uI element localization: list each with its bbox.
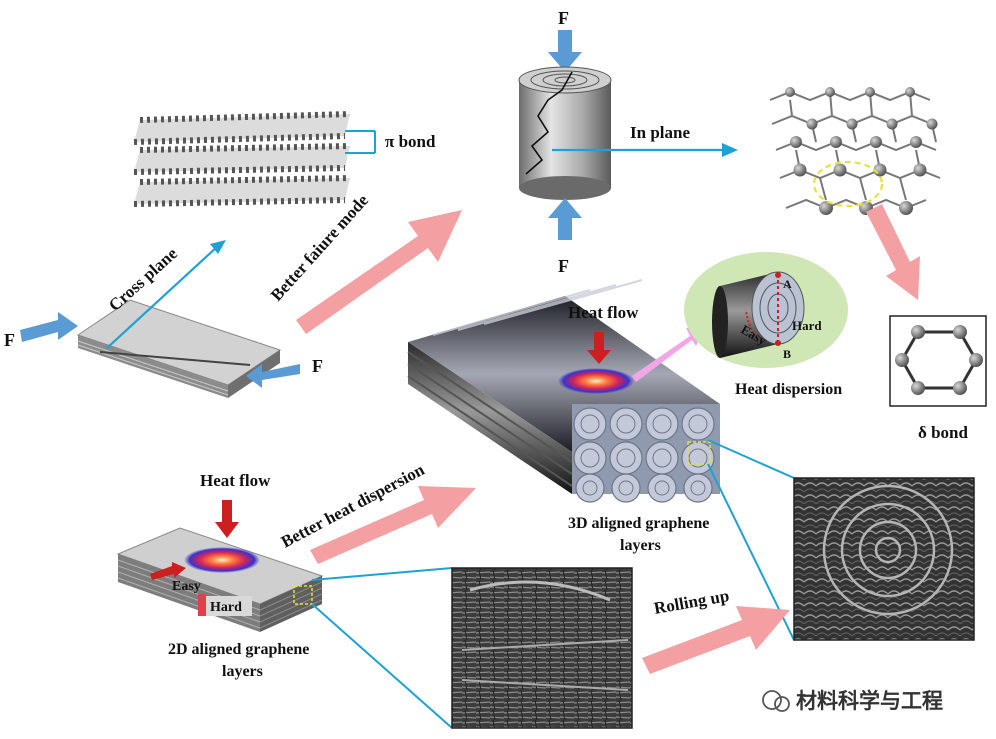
easy-arrow-2d (150, 562, 186, 580)
heat-flow-label-3d: Heat flow (568, 303, 639, 322)
aligned-2d-plate: Heat flow Easy Hard 2D aligned graphene … (116, 471, 324, 680)
heat-flow-label-2d: Heat flow (200, 471, 271, 490)
aligned-3d-label-1: 3D aligned graphene (568, 515, 709, 532)
hard-label-bubble: Hard (792, 318, 822, 333)
sheet-crack (99, 351, 251, 366)
force-label-top: F (558, 8, 569, 28)
aligned-3d-block: Heat flow 3D aligned graphene layers (407, 279, 720, 554)
graphene-layer-2 (133, 143, 351, 175)
watermark: 材料科学与工程 (762, 689, 943, 713)
rolling-up-arrow: Rolling up (642, 586, 790, 674)
heat-spot-2d (184, 547, 260, 573)
graphene-layer-3 (133, 175, 351, 207)
heat-flow-arrow-3d (587, 332, 611, 364)
sem-image-3d (707, 439, 975, 641)
point-b-label: B (783, 347, 791, 361)
in-plane-label: In plane (630, 123, 690, 142)
easy-axis-arc (745, 309, 757, 337)
force-arrow-right (246, 364, 300, 388)
point-a-label: A (783, 277, 792, 291)
lattice-highlight (812, 160, 884, 208)
heat-flow-arrow-2d (215, 500, 239, 538)
graphene-layer-1 (133, 111, 351, 145)
hard-marker-2d (198, 594, 206, 616)
heat-dispersion-bubble: A B Hard Easy Heat dispersion (632, 252, 848, 398)
cylinder-crack (525, 71, 573, 175)
rolling-up-label: Rolling up (652, 586, 730, 618)
force-label-bottom: F (558, 256, 569, 276)
heat-dispersion-label: Heat dispersion (735, 381, 842, 398)
cylinder-body (519, 80, 611, 188)
delta-bond-panel: δ bond (889, 315, 987, 442)
magenta-arrow (632, 326, 706, 382)
pi-bond-label: π bond (385, 132, 436, 151)
heat-spot-3d (558, 368, 634, 394)
force-arrow-left (20, 312, 78, 342)
block-highlight (687, 441, 711, 465)
aligned-3d-label-2: layers (620, 537, 661, 554)
hard-label-2d: Hard (210, 600, 242, 615)
layered-sheet: F F Cross plane (4, 240, 323, 398)
better-heat-dispersion-arrow: Better heat dispersion (278, 460, 476, 564)
in-plane-arrowhead (722, 143, 738, 157)
force-label-right: F (312, 356, 323, 376)
cross-plane-axis (106, 245, 219, 349)
delta-bond-label: δ bond (918, 423, 968, 442)
plate-highlight (293, 585, 313, 605)
force-arrow-bottom (548, 198, 582, 240)
to-delta-bond-arrow (866, 204, 920, 300)
wechat-icon (762, 690, 782, 710)
force-label-left: F (4, 330, 15, 350)
better-failure-arrow: Better faiure mode (267, 190, 462, 334)
sem-image-2d (311, 567, 633, 729)
cross-plane-arrowhead (210, 240, 226, 254)
aligned-2d-label-2: layers (222, 663, 263, 680)
force-arrow-top (548, 30, 582, 72)
graphene-lattice (760, 86, 941, 236)
easy-label-2d: Easy (172, 579, 201, 594)
watermark-text: 材料科学与工程 (796, 689, 943, 713)
pi-stacked-layers: π bond (133, 111, 436, 207)
aligned-2d-label-1: 2D aligned graphene (168, 641, 309, 658)
compressed-cylinder: F F In plane (518, 8, 738, 276)
